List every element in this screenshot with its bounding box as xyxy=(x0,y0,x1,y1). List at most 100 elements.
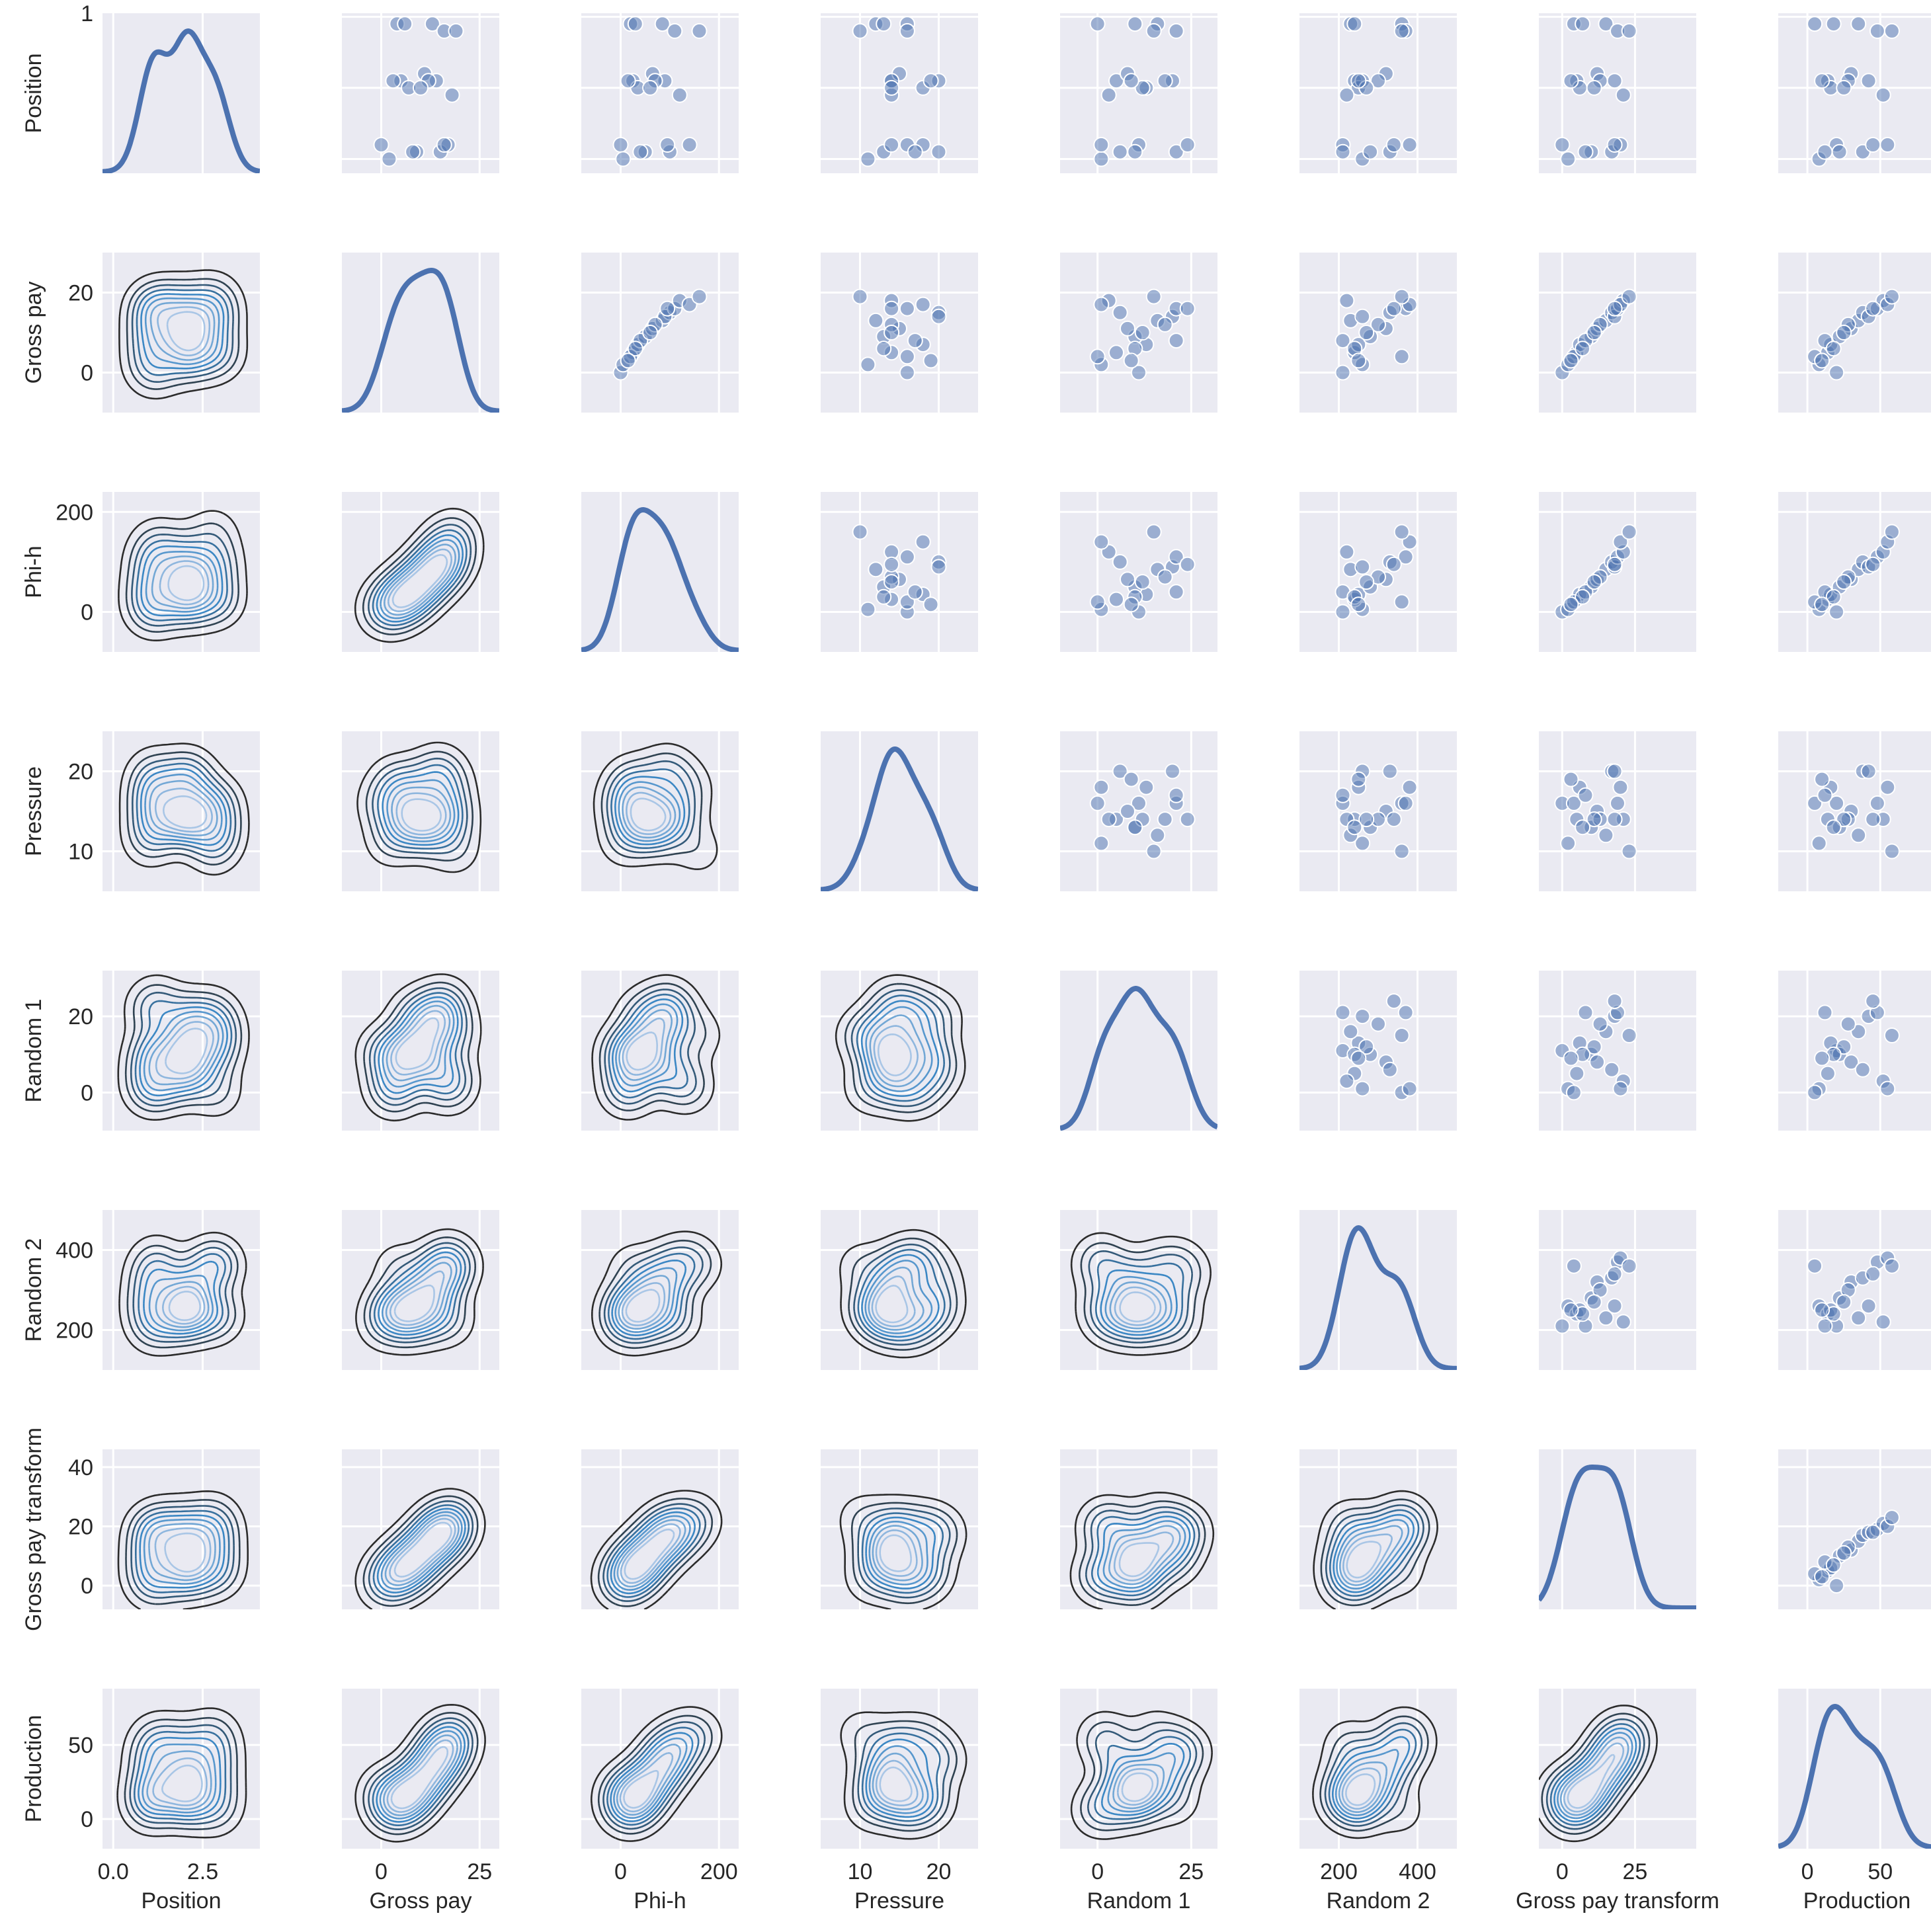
kde-contour-line xyxy=(625,1289,661,1323)
panel-background xyxy=(821,13,978,173)
scatter-point xyxy=(1335,333,1351,349)
kde-contour-line xyxy=(132,1246,233,1343)
panel-background xyxy=(1539,253,1696,413)
y-tick-label: 20 xyxy=(68,1515,93,1540)
scatter-point xyxy=(1825,1556,1842,1573)
x-axis-label: Random 2 xyxy=(1327,1888,1430,1913)
y-tick-label: 10 xyxy=(68,840,93,865)
kde-contour-line xyxy=(132,757,237,858)
kde-contour-line xyxy=(143,1518,221,1585)
x-tick-label: 200 xyxy=(700,1859,738,1884)
kde-contour-line xyxy=(380,1511,463,1590)
kde-contour-line xyxy=(861,1512,944,1594)
kde-contour-line xyxy=(131,284,234,383)
scatter-point xyxy=(1883,1258,1900,1274)
y-axis-label: Random 1 xyxy=(21,999,46,1103)
scatter-point xyxy=(1346,819,1363,836)
kde-contour-line xyxy=(164,1532,206,1573)
kde-contour-line xyxy=(139,1006,228,1097)
scatter-point xyxy=(1612,779,1629,795)
scatter-point xyxy=(1563,1302,1579,1318)
scatter-point xyxy=(1598,827,1614,844)
scatter-point xyxy=(1134,79,1151,96)
scatter-point xyxy=(1393,524,1410,540)
scatter-point xyxy=(1120,571,1135,588)
kde-contour-line xyxy=(389,1517,456,1582)
scatter-point xyxy=(1401,779,1418,795)
scatter-point xyxy=(1836,574,1852,590)
scatter-point xyxy=(1335,143,1351,160)
panel-position-vs-gross-pay xyxy=(342,13,499,173)
scatter-point xyxy=(860,151,876,167)
scatter-point xyxy=(1358,1039,1375,1055)
diag-kde-line xyxy=(1778,1704,1931,1849)
scatter-point xyxy=(671,87,688,103)
scatter-point xyxy=(1825,341,1842,357)
scatter-point xyxy=(1179,556,1196,573)
scatter-point xyxy=(659,137,676,153)
scatter-point xyxy=(907,584,923,600)
kde-contour-line xyxy=(1336,1519,1410,1590)
kde-contour-line xyxy=(395,1017,440,1070)
kde-contour-line xyxy=(875,1759,919,1806)
panel-pressure-vs-gross-pay-transform xyxy=(1539,731,1696,891)
scatter-point xyxy=(930,559,947,575)
scatter-point xyxy=(1592,1016,1608,1032)
kde-contour-line xyxy=(376,1726,466,1823)
scatter-point xyxy=(1589,1054,1606,1070)
kde-contour-line xyxy=(613,1737,688,1819)
scatter-point xyxy=(1817,1004,1833,1021)
y-tick-label: 0 xyxy=(81,1807,93,1832)
kde-contour-line xyxy=(391,786,452,839)
scatter-point xyxy=(1385,811,1402,828)
panel-random-1-vs-random-2 xyxy=(1299,971,1457,1131)
kde-contour-line xyxy=(860,1000,940,1097)
scatter-point xyxy=(1108,591,1124,608)
kde-contour-line xyxy=(618,1275,671,1330)
kde-contour-line xyxy=(850,989,951,1107)
kde-contour-line xyxy=(148,1274,214,1332)
kde-contour-line xyxy=(393,1521,452,1578)
scatter-point xyxy=(1165,763,1180,780)
kde-contour-line xyxy=(613,1515,691,1591)
kde-contour-line xyxy=(159,560,210,606)
scatter-point xyxy=(1879,779,1896,795)
scatter-point xyxy=(1865,811,1881,828)
kde-contour-line xyxy=(608,993,689,1099)
scatter-point xyxy=(1179,137,1196,153)
scatter-point xyxy=(1586,574,1602,590)
scatter-point xyxy=(1157,316,1173,333)
y-tick-label: 0 xyxy=(81,600,93,625)
kde-contour-line xyxy=(1342,1533,1393,1583)
scatter-point xyxy=(667,22,683,39)
scatter-point xyxy=(1179,811,1196,828)
y-tick-label: 0 xyxy=(81,1574,93,1599)
x-axis-label: Gross pay transform xyxy=(1516,1888,1719,1913)
kde-contour-line xyxy=(607,1252,696,1340)
scatter-point xyxy=(1621,843,1637,860)
x-tick-label: 200 xyxy=(1320,1859,1358,1884)
scatter-point xyxy=(1127,16,1143,32)
scatter-point xyxy=(385,73,401,89)
scatter-point xyxy=(1100,87,1117,103)
scatter-point xyxy=(876,341,892,357)
kde-contour-line xyxy=(126,278,240,390)
kde-contour-line xyxy=(615,1003,678,1087)
scatter-point xyxy=(1563,352,1579,369)
kde-contour-line xyxy=(118,1231,247,1357)
scatter-point xyxy=(1350,73,1367,89)
scatter-point xyxy=(691,288,708,305)
scatter-point xyxy=(1586,1294,1602,1310)
panel-phi-h-vs-random-1 xyxy=(1060,492,1217,652)
kde-contour-line xyxy=(140,293,225,370)
scatter-point xyxy=(1335,604,1351,620)
scatter-point xyxy=(1565,795,1582,811)
diag-kde-line xyxy=(1539,1465,1696,1609)
scatter-point xyxy=(642,79,659,96)
kde-contour-line xyxy=(138,1736,222,1817)
x-axis-label: Random 1 xyxy=(1087,1888,1191,1913)
kde-contour-line xyxy=(618,781,681,842)
